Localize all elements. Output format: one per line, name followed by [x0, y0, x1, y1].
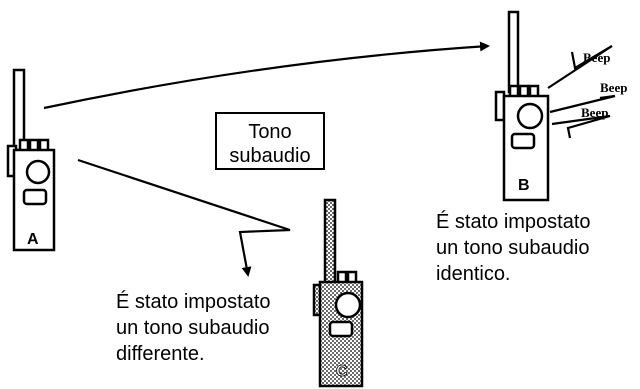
radio-a: A: [6, 68, 56, 252]
caption-identical: É stato impostato un tono subaudio ident…: [436, 210, 591, 285]
caption-identical-line-3: identico.: [436, 263, 511, 285]
radio-a-display: [22, 188, 48, 206]
radio-b-letter: B: [518, 177, 530, 194]
label-box-line-1: Tono: [248, 121, 291, 143]
radio-b: B: [494, 10, 550, 202]
label-box: [215, 112, 325, 170]
radio-c-display: [328, 320, 354, 338]
caption-different-line-2: un tono subaudio: [116, 317, 269, 339]
beep-label-1: Beep: [583, 50, 610, 65]
beep-zigzag-1: [547, 45, 613, 89]
caption-identical-line-2: un tono subaudio: [436, 237, 589, 259]
signal-arrow-to-b: [43, 41, 490, 110]
radio-c-speaker: [334, 291, 362, 319]
beep-zigzag-2: [549, 94, 616, 114]
radio-b-antenna: [507, 10, 520, 94]
caption-different-line-3: differente.: [116, 343, 205, 365]
signal-arrow-to-c: [77, 158, 291, 277]
radio-b-speaker: [516, 102, 544, 130]
radio-b-display: [510, 132, 536, 150]
radio-a-speaker: [25, 159, 51, 185]
beep-zigzag-3: [551, 114, 611, 139]
caption-different-line-1: É stato impostato: [116, 290, 271, 313]
radio-c: C: [312, 198, 364, 388]
radio-c-letter: C: [336, 363, 348, 380]
beep-label-2: Beep: [600, 80, 627, 95]
caption-different: É stato impostato un tono subaudio diffe…: [116, 290, 271, 365]
label-box-line-2: subaudio: [229, 145, 310, 167]
beep-label-3: Beep: [581, 105, 608, 120]
radio-c-antenna: [323, 198, 337, 292]
radio-a-letter: A: [27, 231, 39, 248]
caption-identical-line-1: É stato impostato: [436, 210, 591, 233]
radio-a-antenna: [12, 68, 26, 152]
